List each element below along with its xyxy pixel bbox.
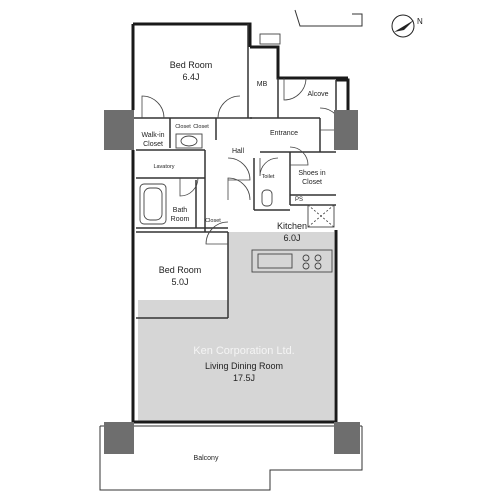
kitchen-counter xyxy=(251,249,333,273)
ps-box xyxy=(307,204,335,228)
toilet-bowl xyxy=(261,189,273,207)
walkin-closet-line1: Walk-in xyxy=(141,132,164,139)
closet-c-label: Closet xyxy=(205,218,221,224)
watermark: Ken Corporation Ltd. xyxy=(193,345,295,357)
bedroom-1-name: Bed Room xyxy=(170,60,213,70)
washbasin xyxy=(175,133,203,149)
interior-walls xyxy=(133,24,337,319)
entrance-label: Entrance xyxy=(270,130,298,137)
shoes-closet-line1: Shoes in xyxy=(298,170,325,177)
living-dining-name: Living Dining Room xyxy=(205,361,283,371)
walkin-closet-line2: Closet xyxy=(143,141,163,148)
living-dining-floor xyxy=(138,300,334,422)
lavatory-label: Lavatory xyxy=(153,164,174,170)
kitchen-size: 6.0J xyxy=(283,233,300,243)
bedroom-2-name: Bed Room xyxy=(159,265,202,275)
closet-b-label: Closet xyxy=(193,124,209,130)
toilet-label: Toilet xyxy=(262,174,275,180)
bedroom-1-size: 6.4J xyxy=(182,72,199,82)
mb-label: MB xyxy=(257,81,268,88)
north-arrow-icon: N xyxy=(391,14,423,38)
closet-a-label: Closet xyxy=(175,124,191,130)
bath-room-line2: Room xyxy=(171,216,190,223)
top-window xyxy=(294,9,363,27)
balcony-area xyxy=(99,425,363,491)
shoes-closet-line2: Closet xyxy=(302,179,322,186)
bathtub xyxy=(139,183,167,225)
bath-room-line1: Bath xyxy=(173,207,188,214)
living-dining-size: 17.5J xyxy=(233,373,255,383)
columns xyxy=(104,110,360,454)
alcove-label: Alcove xyxy=(307,91,328,98)
bedroom-2-size: 5.0J xyxy=(171,277,188,287)
fixtures xyxy=(139,33,335,273)
ps-label: PS xyxy=(295,197,303,203)
balcony-label: Balcony xyxy=(194,455,219,462)
hall-label: Hall xyxy=(232,148,245,155)
kitchen-name: Kitchen xyxy=(277,221,307,231)
living-dining-floor-upper xyxy=(228,232,334,302)
compass-label: N xyxy=(417,17,423,26)
